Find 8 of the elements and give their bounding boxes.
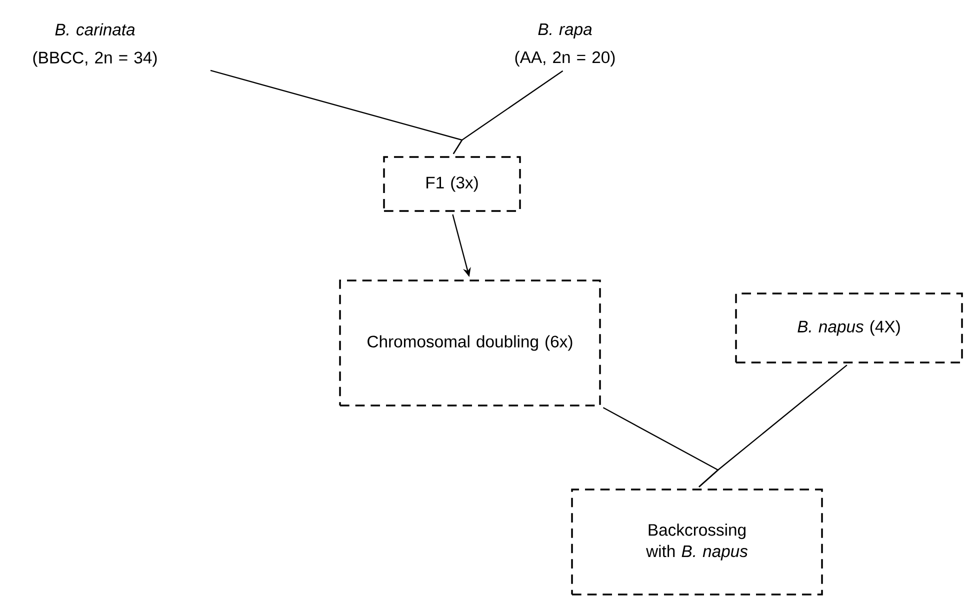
species-label: B. carinata (BBCC, 2n = 34)	[33, 23, 157, 67]
cross-line	[452, 70, 564, 154]
dashed-box: F1 (3x)	[383, 156, 521, 212]
dashed-box: Backcrossing with B. napus	[571, 488, 823, 596]
dashed-box: Chromosomal doubling (6x)	[339, 280, 601, 406]
dashed-box: B. napus (4X)	[735, 292, 963, 364]
cross-line	[698, 364, 848, 488]
species-label: B. rapa (AA, 2n = 20)	[515, 24, 615, 66]
